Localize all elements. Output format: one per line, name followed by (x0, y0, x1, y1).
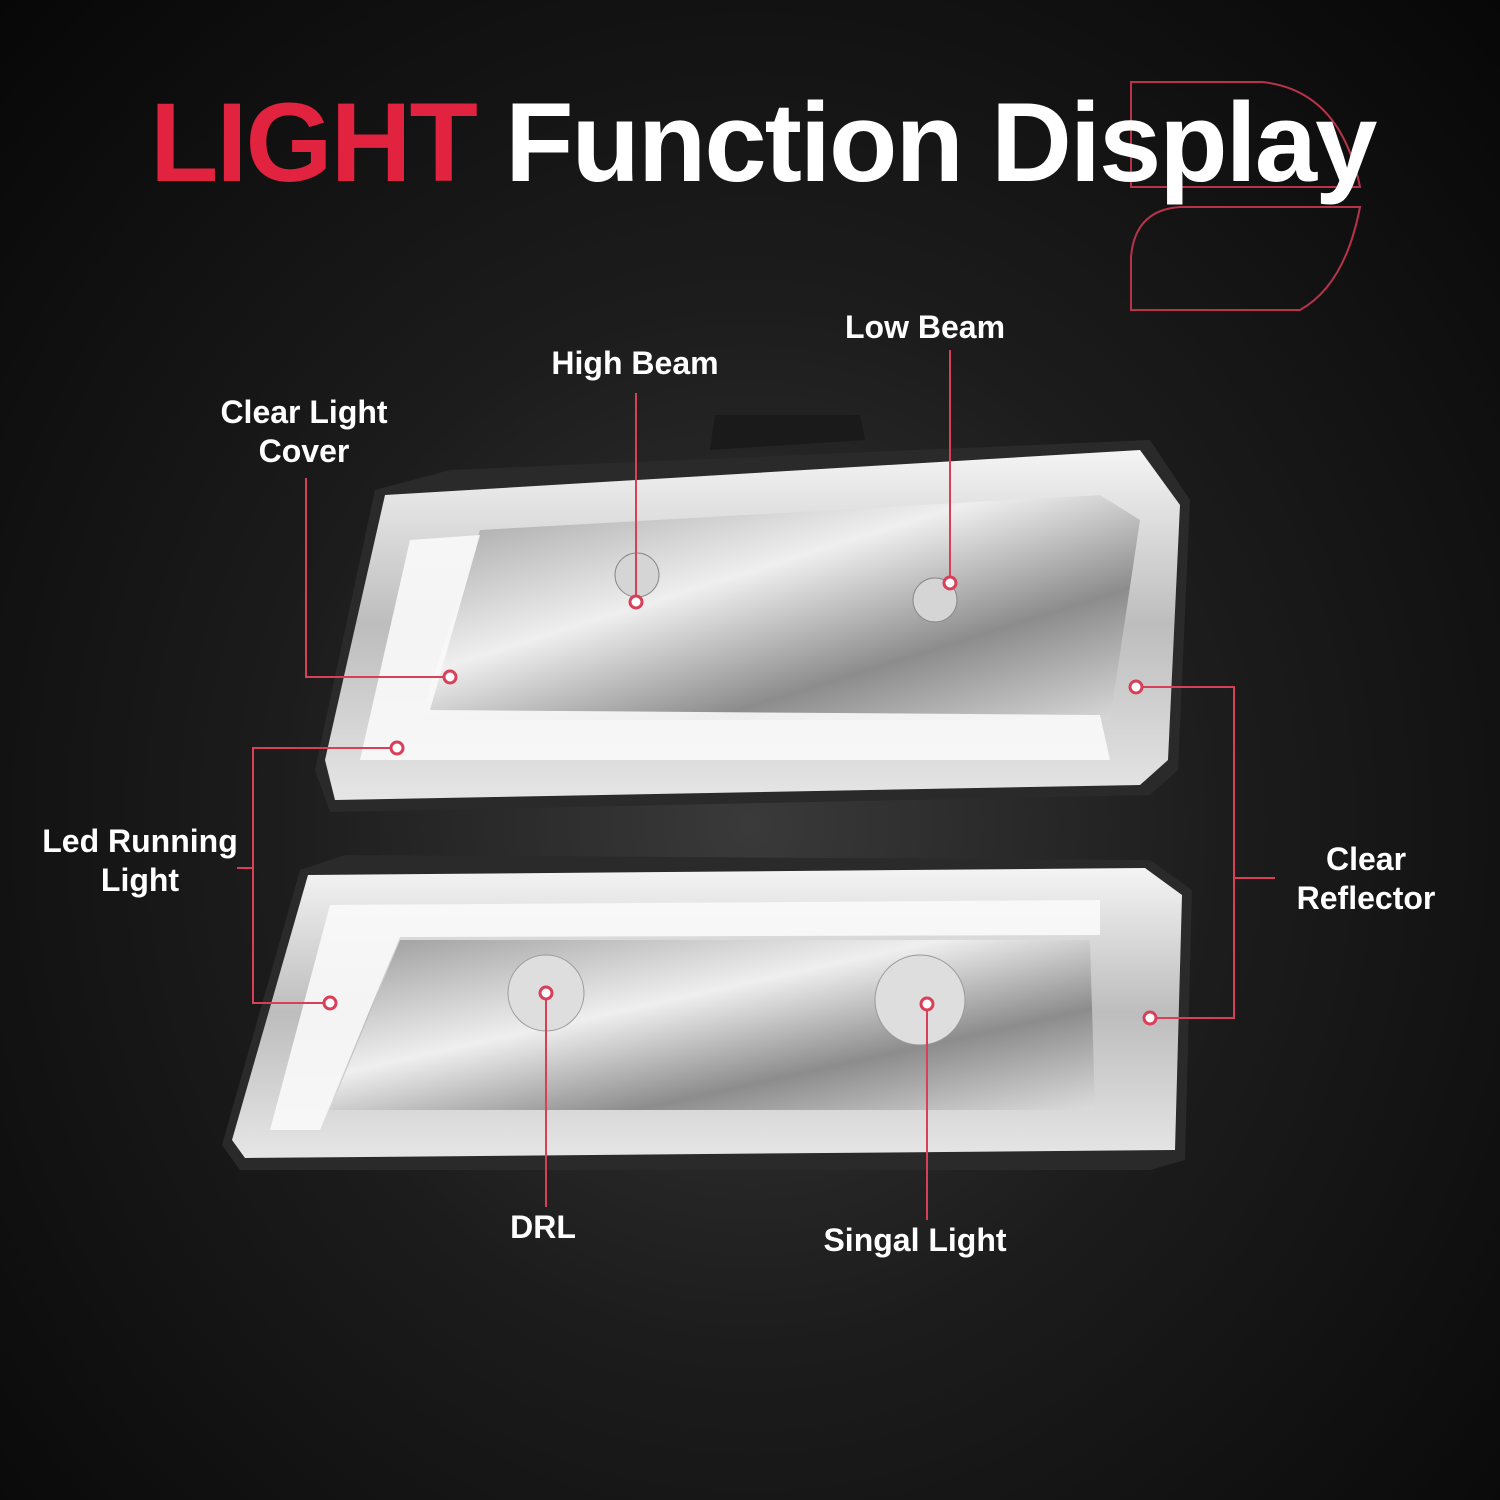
label-line: Clear (1325, 841, 1407, 877)
callout-line-clear-light-cover (305, 478, 450, 678)
label-clear-reflector: Clear Reflector (1297, 840, 1436, 918)
dot-drl (538, 985, 554, 1001)
label-signal-light: Singal Light (823, 1222, 1007, 1258)
callout-line-clear-reflector (1136, 686, 1235, 1019)
dot-reflector-upper (1128, 679, 1144, 695)
title-rest: Function Display (505, 80, 1377, 205)
label-high-beam: High Beam (551, 345, 719, 381)
label-clear-light-cover: Clear Light Cover (220, 393, 387, 471)
dot-led-upper (389, 740, 405, 756)
dot-signal (919, 996, 935, 1012)
dot-clear-light-cover (442, 669, 458, 685)
headlight-upper (315, 415, 1190, 812)
label-line: Clear Light (220, 394, 388, 430)
label-line: Cover (258, 433, 350, 469)
dot-reflector-lower (1142, 1010, 1158, 1026)
label-line: Light (100, 862, 180, 898)
headlight-lower (222, 855, 1192, 1170)
label-drl: DRL (510, 1209, 576, 1245)
dot-low-beam (942, 575, 958, 591)
label-line: Led Running (42, 823, 238, 859)
label-led-running-light: Led Running Light (42, 822, 238, 900)
title-accent: LIGHT (150, 80, 478, 205)
label-low-beam: Low Beam (844, 309, 1006, 345)
dot-high-beam (628, 594, 644, 610)
callout-lines (237, 350, 1275, 1220)
page-title: LIGHT Function Display (150, 78, 1377, 207)
label-line: Reflector (1296, 880, 1436, 916)
callout-dots (322, 575, 1158, 1026)
brand-logo-outline (1130, 81, 1362, 311)
dot-led-lower (322, 995, 338, 1011)
callout-line-led-running (252, 747, 397, 1004)
